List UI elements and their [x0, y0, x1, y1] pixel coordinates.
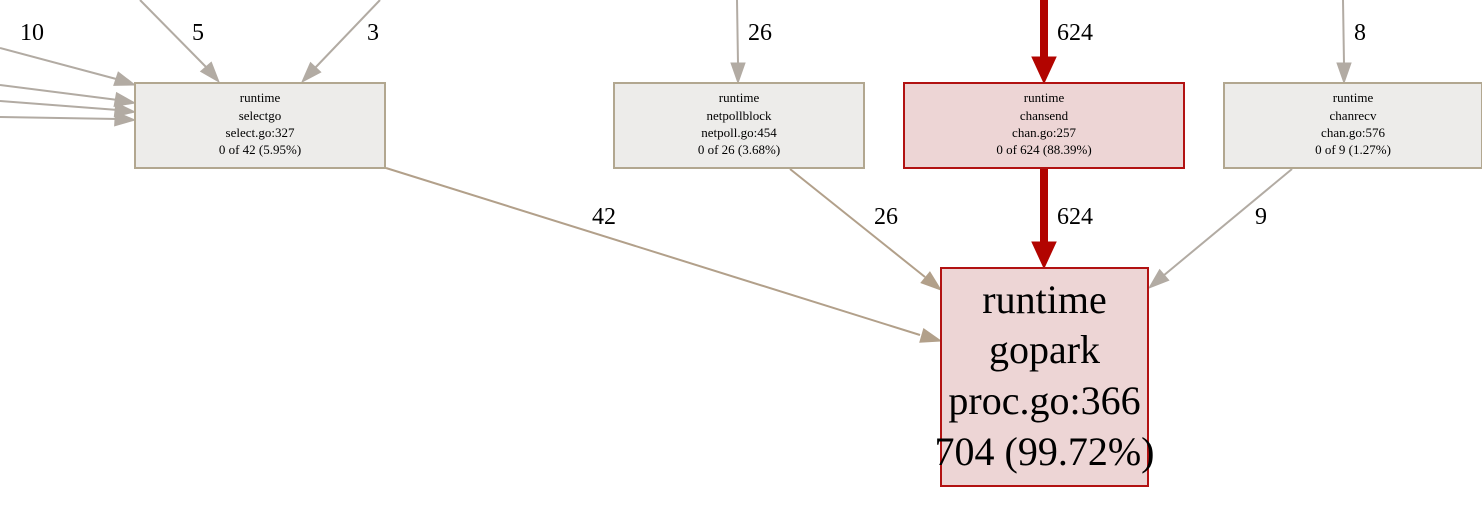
edges-layer	[0, 0, 1352, 343]
node-box	[613, 82, 865, 169]
edge-line	[0, 100, 119, 111]
edge-in-selectgo-3	[300, 0, 381, 84]
arrowhead	[1031, 56, 1057, 85]
edge-in-selectgo-5	[139, 0, 220, 84]
edge-line	[0, 84, 119, 101]
node-box	[903, 82, 1185, 169]
edge-line	[736, 0, 739, 65]
node-label-line: select.go:327	[226, 125, 295, 140]
node-chanrecv[interactable]: runtime chanrecv chan.go:576 0 of 9 (1.27%)	[1223, 82, 1482, 169]
edge-label: 26	[748, 20, 772, 46]
node-label-line: netpoll.go:454	[701, 125, 777, 140]
arrowhead	[114, 111, 137, 127]
edge-label: 10	[20, 20, 44, 46]
arrowhead	[1031, 241, 1057, 270]
edge-label: 42	[592, 204, 616, 230]
arrowhead	[920, 271, 943, 291]
edge-line	[1162, 168, 1293, 277]
nodes-layer: runtime selectgo select.go:327 0 of 42 (5.9…	[134, 82, 1482, 487]
node-label-line: 0 of 26 (3.68%)	[698, 142, 780, 157]
edge-line	[789, 168, 926, 278]
node-box	[1223, 82, 1482, 169]
node-label-line: chanrecv	[1330, 108, 1377, 123]
edge-label: 26	[874, 204, 898, 230]
edge-chanrecv-gopark	[1147, 168, 1293, 289]
edge-line	[314, 0, 381, 69]
node-label-line: runtime	[240, 90, 281, 105]
node-label-line: 0 of 624 (88.39%)	[996, 142, 1091, 157]
edge-in-selectgo-10	[0, 47, 137, 86]
node-label-line: runtime	[719, 90, 760, 105]
node-label-line: runtime	[1024, 90, 1065, 105]
node-label-line: netpollblock	[707, 108, 772, 123]
node-label-line: proc.go:366	[948, 378, 1140, 423]
node-label-line: chan.go:257	[1012, 125, 1076, 140]
node-gopark[interactable]: runtime gopark proc.go:366 704 (99.72%)	[935, 267, 1155, 487]
edge-label: 624	[1057, 204, 1093, 230]
edge-line	[139, 0, 208, 69]
node-label-line: runtime	[1333, 90, 1374, 105]
edge-in-chanrecv-8	[1336, 0, 1352, 85]
edge-in-selectgo-c	[0, 111, 137, 127]
node-label-line: chansend	[1020, 108, 1069, 123]
node-label-line: 704 (99.72%)	[935, 429, 1155, 474]
edge-in-chansend-624	[1031, 0, 1057, 85]
edge-in-netpollblock-26	[730, 0, 746, 85]
node-label-line: gopark	[989, 327, 1100, 372]
edge-label: 3	[367, 20, 379, 46]
edge-labels-layer: 10 5 3 26 624 8 42 26 624 9	[20, 20, 1366, 230]
edge-label: 5	[192, 20, 204, 46]
edge-label: 624	[1057, 20, 1093, 46]
edge-line	[0, 116, 119, 120]
node-label-line: 0 of 42 (5.95%)	[219, 142, 301, 157]
arrowhead	[1336, 62, 1352, 85]
edge-selectgo-gopark	[385, 167, 943, 343]
edge-label: 8	[1354, 20, 1366, 46]
arrowhead	[1147, 268, 1170, 289]
edge-line	[1342, 0, 1345, 65]
node-label-line: chan.go:576	[1321, 125, 1385, 140]
node-box	[940, 267, 1149, 487]
edge-line	[0, 47, 121, 81]
node-label-line: selectgo	[239, 108, 282, 123]
edge-chansend-gopark	[1031, 168, 1057, 270]
node-label-line: runtime	[982, 277, 1106, 322]
arrowhead	[919, 327, 943, 343]
arrowhead	[113, 71, 137, 86]
node-chansend[interactable]: runtime chansend chan.go:257 0 of 624 (88.3…	[903, 82, 1185, 169]
node-box	[134, 82, 386, 169]
arrowhead	[199, 61, 220, 84]
arrowhead	[300, 61, 322, 84]
node-label-line: 0 of 9 (1.27%)	[1315, 142, 1391, 157]
edge-in-selectgo-a	[0, 84, 137, 108]
node-netpollblock[interactable]: runtime netpollblock netpoll.go:454 0 of 26…	[613, 82, 865, 169]
edge-label: 9	[1255, 204, 1267, 230]
edge-line	[385, 167, 921, 336]
edge-netpollblock-gopark	[789, 168, 943, 291]
arrowhead	[730, 62, 746, 85]
node-selectgo[interactable]: runtime selectgo select.go:327 0 of 42 (5.9…	[134, 82, 386, 169]
arrowhead	[113, 91, 137, 108]
